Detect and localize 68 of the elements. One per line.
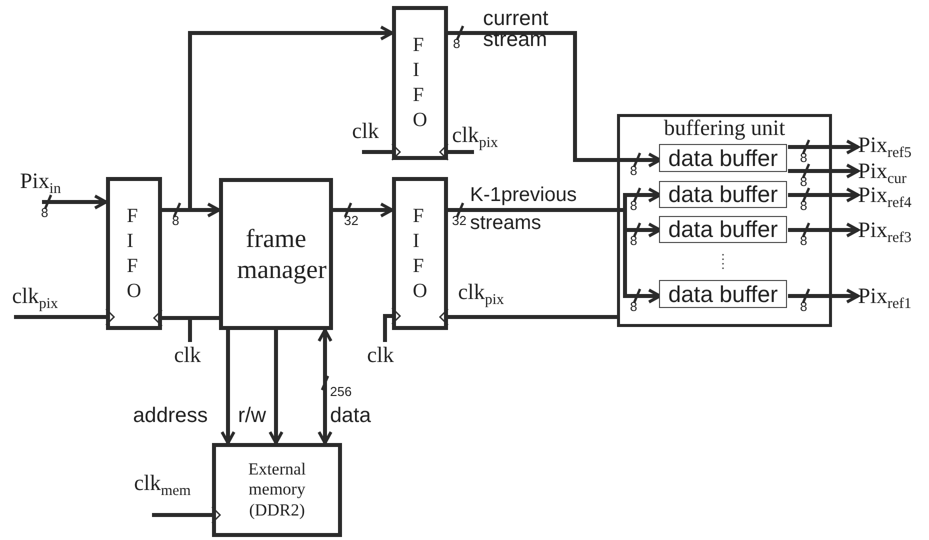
arrow — [152, 506, 221, 524]
signal-label: Pix$_{ref1}$ — [858, 283, 928, 309]
bus-width-label: 8 — [800, 299, 808, 314]
bus-width-label: 8 — [630, 233, 638, 248]
process-box — [219, 178, 333, 330]
bus-width-label: 8 — [630, 299, 638, 314]
clock-label: clk — [367, 342, 403, 370]
edge-label: clk$_{pix}$ — [458, 279, 504, 305]
data-buffer-box — [659, 144, 787, 172]
clock-label: clk$_{pix}$ — [452, 122, 516, 150]
signal-label: Pix$_{ref3}$ — [858, 217, 928, 243]
block-label: data buffer — [668, 216, 778, 243]
arrow — [362, 143, 401, 161]
signal-label: Pix$_{cur}$ — [858, 158, 928, 184]
edge-label: r/w — [238, 404, 266, 428]
arrow — [788, 140, 860, 154]
block-label: frame manager — [236, 222, 328, 286]
data-buffer-box — [659, 280, 787, 308]
signal-label: Pix$_{ref5}$ — [858, 132, 928, 158]
bus-width-label: 8 — [800, 233, 808, 248]
arrow — [220, 330, 236, 444]
signal-label: Pix$_{in}$ — [20, 168, 78, 198]
block-label: data buffer — [668, 280, 778, 308]
bus-width-label: 8 — [800, 174, 808, 189]
bus-width-label: 32 — [344, 213, 358, 228]
arrow — [42, 194, 108, 210]
bus-width-label: 32 — [452, 213, 466, 228]
arrow — [788, 188, 860, 202]
arrow — [14, 308, 115, 326]
fifo-box — [106, 177, 162, 330]
arrow — [448, 31, 662, 168]
fifo-box — [392, 6, 448, 160]
fifo-label: FIFO — [412, 204, 428, 304]
edge-label: data — [330, 404, 371, 428]
block-label: External memory (DDR2) — [247, 459, 307, 521]
arrow — [788, 288, 860, 304]
arrow — [439, 143, 474, 161]
bus-width-label: 8 — [800, 150, 808, 165]
clock-label: clk — [174, 342, 210, 370]
arrow — [318, 328, 332, 444]
bus-width-label: 8 — [41, 205, 48, 220]
clock-label: clk$_{pix}$ — [12, 283, 74, 313]
arrow — [383, 307, 401, 342]
arrow — [788, 222, 860, 238]
block-label: data buffer — [668, 181, 778, 208]
arrow — [788, 164, 860, 178]
bus-width-label: 8 — [630, 198, 638, 213]
buffering-unit-box — [617, 114, 832, 327]
signal-label: Pix$_{ref4}$ — [858, 182, 928, 208]
arrow — [268, 330, 284, 444]
fifo-label: FIFO — [126, 204, 142, 304]
arrow — [439, 308, 617, 326]
clock-label: clk$_{mem}$ — [134, 470, 212, 512]
edge-label: address — [133, 404, 208, 428]
edge-label: K-1previous streams — [470, 183, 578, 236]
bus-width-label: 8 — [453, 36, 460, 51]
block-title: buffering unit — [662, 115, 786, 141]
block-label: data buffer — [668, 144, 778, 172]
fifo-label: FIFO — [412, 33, 428, 133]
bus-width-label: 256 — [330, 384, 352, 399]
memory-box — [212, 443, 342, 537]
fifo-box — [392, 177, 448, 330]
clock-label: clk — [352, 118, 388, 146]
bus-width-label: 8 — [630, 163, 638, 178]
edge-label: current stream — [483, 8, 550, 50]
bus-width-label: 8 — [800, 198, 808, 213]
bus-width-label: 8 — [172, 213, 180, 228]
arrow — [333, 202, 394, 218]
